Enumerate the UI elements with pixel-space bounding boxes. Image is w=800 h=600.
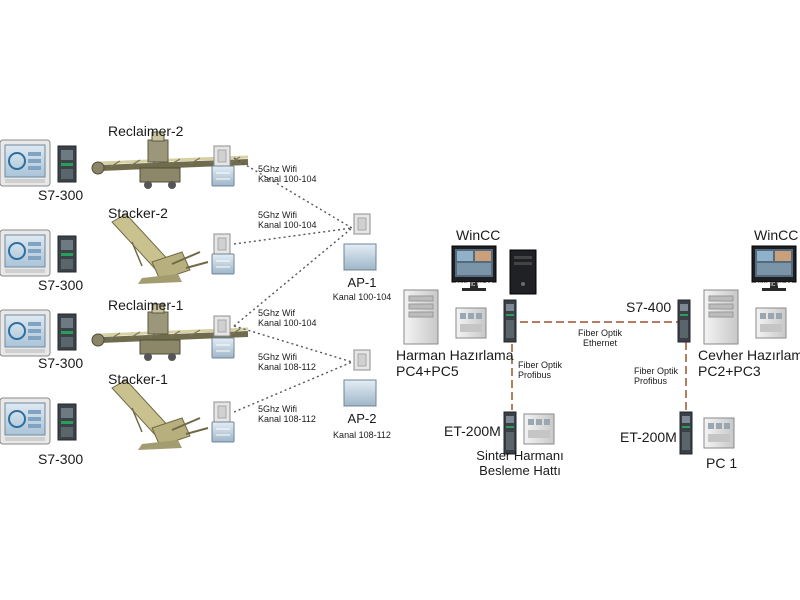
panel-label-4: S7-300 — [38, 451, 84, 467]
plc-s7-300-icon-3 — [57, 313, 77, 351]
server-icon-left — [403, 289, 439, 345]
client-switch-icon-2 — [211, 253, 235, 275]
ap-1-device-icon — [343, 243, 377, 271]
ap-2-channel-label: Kanal 108-112 — [333, 430, 391, 440]
client-antenna-icon-4 — [213, 401, 231, 423]
panel-label-2: S7-300 — [38, 277, 84, 293]
pc-tower-icon-left — [509, 249, 537, 295]
stacker-1-label: Stacker-1 — [108, 371, 168, 387]
panel-label-3: S7-300 — [38, 355, 84, 371]
wifi-link-4 — [233, 325, 353, 363]
ap-1-name-label: AP-1 — [347, 275, 377, 290]
plc-s7-300-icon-2 — [57, 235, 77, 273]
stacker-1-machine-icon — [111, 379, 209, 451]
cevher-pcs-label: PC2+PC3 — [698, 363, 761, 379]
hmi-panel-icon-2 — [0, 229, 51, 277]
server-unit-icon-right — [755, 307, 787, 339]
client-switch-icon-4 — [211, 421, 235, 443]
wifi-link-label-3: 5Ghz Wif Kanal 100-104 — [258, 308, 317, 328]
wincc-screen-text-right: SIMATIC WinCC — [755, 282, 793, 288]
harman-hazirlama-label: Harman Hazırlama — [396, 347, 514, 363]
panel-label-1: S7-300 — [38, 187, 84, 203]
wincc-label-left: WinCC — [456, 227, 501, 243]
wifi-links — [233, 157, 353, 413]
ap-2-device-icon — [343, 379, 377, 407]
client-switch-icon-1 — [211, 165, 235, 187]
wincc-label-right: WinCC — [754, 227, 799, 243]
hmi-panel-icon-1 — [0, 139, 51, 187]
sinter-besleme-label: Sinter Harmanı Besleme Hattı — [476, 448, 564, 478]
fiber-profibus-label-right: Fiber Optik Profibus — [634, 366, 679, 386]
wifi-link-3 — [233, 227, 353, 327]
sinter-io-icon — [523, 413, 555, 445]
stacker-2-machine-icon — [111, 213, 209, 285]
client-antenna-icon-3 — [213, 315, 231, 337]
fiber-links — [511, 321, 687, 410]
ap-1-channel-label: Kanal 100-104 — [332, 292, 392, 302]
client-antenna-icon-2 — [213, 233, 231, 255]
plc-s7-300-icon-4 — [57, 403, 77, 441]
wifi-link-label-1: 5Ghz Wifi Kanal 100-104 — [258, 164, 317, 184]
pc-1-icon — [703, 417, 735, 449]
fiber-profibus-label-left: Fiber Optik Profibus — [518, 360, 563, 380]
cevher-hazirlama-label: Cevher Hazırlama — [698, 347, 800, 363]
et-200m-label-left: ET-200M — [444, 423, 501, 439]
et-200m-rack-icon-right — [679, 411, 693, 455]
hmi-panel-icon-3 — [0, 309, 51, 357]
reclaimer-2-label: Reclaimer-2 — [108, 123, 184, 139]
plc-s7-400-icon — [677, 299, 691, 343]
server-icon-right — [703, 289, 739, 345]
client-antenna-icon-1 — [213, 145, 231, 167]
harman-pcs-label: PC4+PC5 — [396, 363, 459, 379]
ap-1-antenna-icon — [353, 213, 371, 235]
wifi-link-label-4: 5Ghz Wifi Kanal 108-112 — [258, 352, 316, 372]
wincc-screen-text-left: SIMATIC WinCC — [455, 282, 493, 288]
wifi-link-5 — [233, 361, 353, 413]
fiber-ethernet-label: Fiber Optik Ethernet — [577, 328, 623, 348]
plc-s7-300-icon-1 — [57, 145, 77, 183]
plc-rack-icon-left — [503, 299, 517, 343]
wifi-link-label-5: 5Ghz Wifi Kanal 108-112 — [258, 404, 316, 424]
et-200m-label-right: ET-200M — [620, 429, 677, 445]
stacker-2-label: Stacker-2 — [108, 205, 168, 221]
hmi-panel-icon-4 — [0, 397, 51, 445]
ap-2-name-label: AP-2 — [347, 411, 377, 426]
server-unit-icon-left — [455, 307, 487, 339]
s7-400-label: S7-400 — [626, 299, 672, 315]
client-switch-icon-3 — [211, 337, 235, 359]
wifi-link-label-2: 5Ghz Wifi Kanal 100-104 — [258, 210, 317, 230]
reclaimer-1-label: Reclaimer-1 — [108, 297, 184, 313]
wifi-link-2 — [233, 227, 353, 245]
pc-1-label: PC 1 — [706, 455, 738, 471]
ap-2-antenna-icon — [353, 349, 371, 371]
